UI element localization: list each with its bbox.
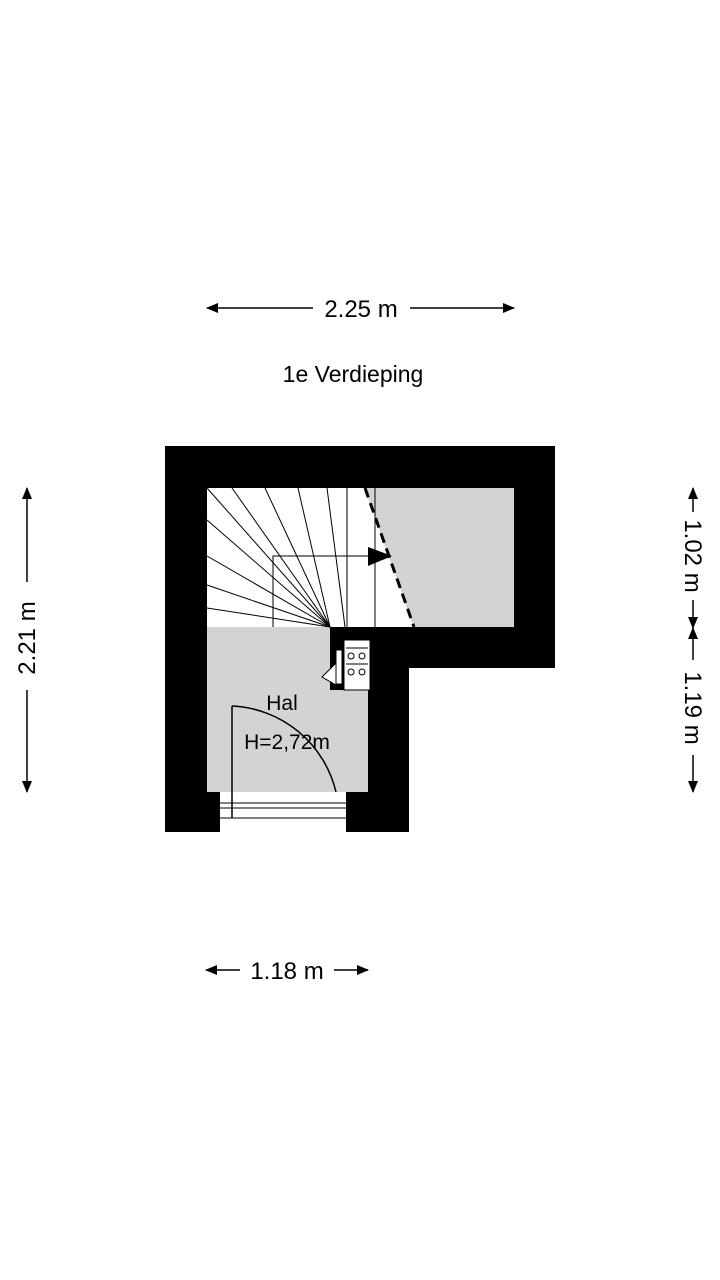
stair-walkline: [272, 547, 392, 627]
stair-area: [207, 488, 414, 627]
dimension-bottom-label: 1.18 m: [250, 958, 323, 985]
dimension-left-label: 2.21 m: [14, 601, 41, 674]
dimension-right-upper-label: 1.02 m: [679, 519, 706, 592]
stair-arrow-icon: [368, 547, 392, 566]
floor-title: 1e Verdieping: [283, 361, 424, 387]
meter-icon: [346, 647, 368, 676]
dimension-top-label: 2.25 m: [324, 296, 397, 323]
dimension-bottom: 1.18 m: [205, 958, 369, 985]
floor-upper-right: [365, 488, 514, 627]
dimension-top: 2.25 m: [206, 296, 515, 323]
room-name-hal: Hal: [266, 692, 298, 715]
entrance-threshold: [220, 802, 346, 819]
dimension-right-lower: 1.19 m: [679, 627, 706, 793]
door-swing: [231, 705, 337, 818]
stair-cut-line: [363, 487, 416, 628]
door-opening: [220, 792, 346, 832]
room-height-hal: H=2,72m: [244, 731, 330, 754]
dimension-right-upper: 1.02 m: [679, 487, 706, 629]
dimension-left: 2.21 m: [14, 487, 41, 793]
dimension-right-lower-label: 1.19 m: [679, 671, 706, 744]
cupboard-door-icon: [321, 649, 343, 686]
